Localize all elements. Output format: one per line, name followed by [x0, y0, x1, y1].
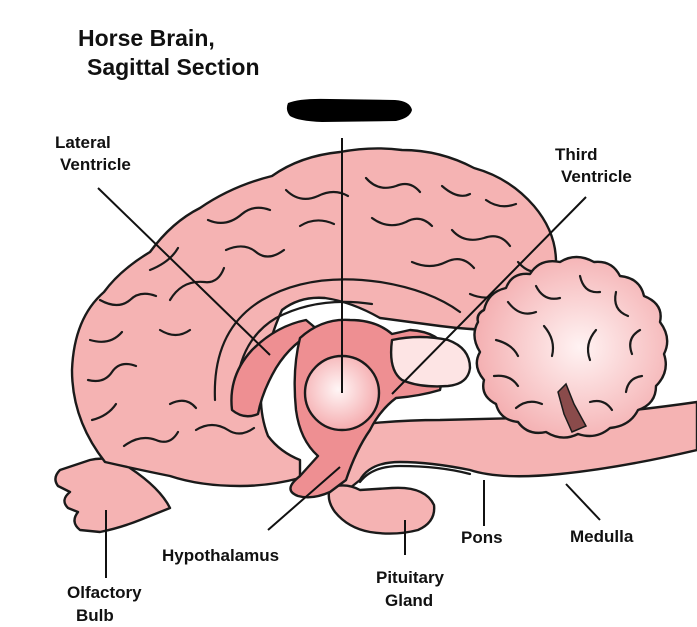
- fourth-ventricle: [557, 382, 588, 433]
- olfactory-bulb: [54, 457, 172, 534]
- third-ventricle-region: [389, 335, 472, 388]
- leader-lines: [97, 138, 601, 578]
- redaction-mark: [286, 98, 412, 122]
- diagram-title-line1: Horse Brain,: [78, 25, 215, 51]
- label-hypothalamus: Hypothalamus: [162, 546, 279, 565]
- label-pituitary-line1: Pituitary: [376, 568, 445, 587]
- label-olfactory-line1: Olfactory: [67, 583, 142, 602]
- diagram-title-line2: Sagittal Section: [87, 54, 260, 80]
- label-pituitary-line2: Gland: [385, 591, 433, 610]
- cerebellar-folia: [492, 274, 644, 412]
- label-pons: Pons: [461, 528, 503, 547]
- label-third-ventricle-line2: Ventricle: [561, 167, 632, 186]
- label-third-ventricle-line1: Third: [555, 145, 598, 164]
- cerebellum: [473, 255, 669, 439]
- pituitary-gland: [327, 484, 436, 535]
- label-lateral-ventricle-line1: Lateral: [55, 133, 111, 152]
- label-lateral-ventricle-line2: Ventricle: [60, 155, 131, 174]
- label-medulla: Medulla: [570, 527, 634, 546]
- label-olfactory-line2: Bulb: [76, 606, 114, 625]
